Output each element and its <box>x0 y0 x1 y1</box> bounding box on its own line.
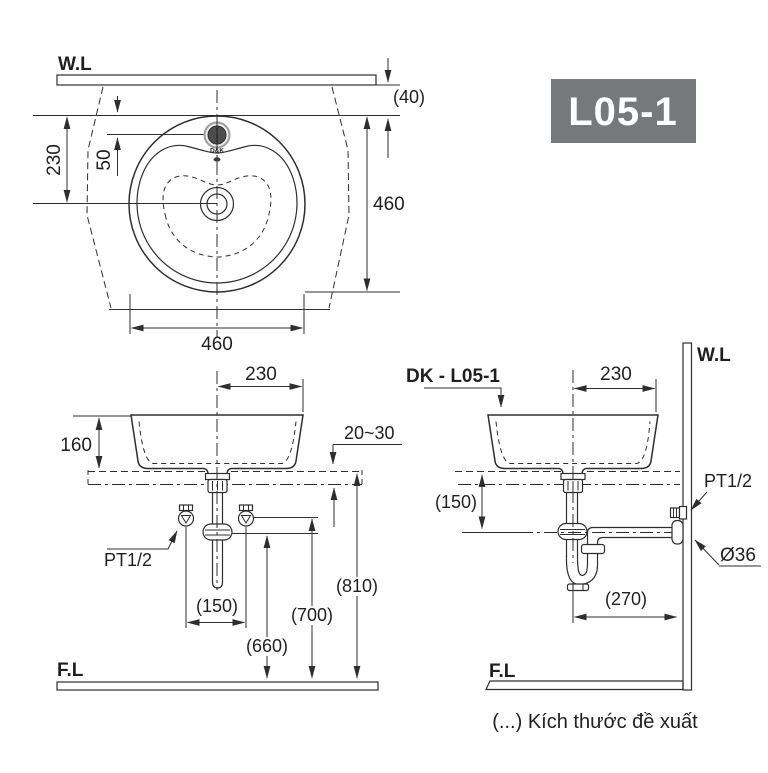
caption-note: (...) Kích thước đề xuất <box>492 711 698 733</box>
dim-drain-outlet-height-text: (660) <box>246 636 288 656</box>
dim-rear-to-drain-text: 230 <box>44 144 65 176</box>
model-callout-text: DK - L05-1 <box>406 366 500 387</box>
dim-counter-to-trap-text: (150) <box>435 492 477 512</box>
pipe-diameter-text: Ø36 <box>720 545 756 566</box>
dim-valve-spacing-text: (150) <box>196 596 238 616</box>
basin-bottom-outline <box>162 175 272 258</box>
side-floor-line-label: F.L <box>489 661 516 682</box>
dim-valve-spacing-150: (150) <box>185 527 247 628</box>
counter-cutout-outline <box>86 86 350 310</box>
side-basin-inner-wall <box>495 421 651 464</box>
side-drain-trap <box>520 472 684 592</box>
side-view: W.L DK - L05-1 <box>406 342 761 691</box>
model-badge-background <box>551 79 696 143</box>
side-dim-half-width-230: 230 <box>572 364 657 563</box>
dim-wall-gap-text: (40) <box>393 87 425 107</box>
front-floor-section <box>56 681 379 691</box>
wall-flange-icon <box>671 519 684 545</box>
plan-view: W.L D&K <box>33 54 425 355</box>
front-floor-line-label: F.L <box>57 660 84 681</box>
basin-inner-rim <box>136 144 298 284</box>
plan-wall-section <box>56 74 377 86</box>
dim-depth-460: 460 <box>305 116 405 293</box>
wall-supply-stub-icon <box>669 505 688 520</box>
front-view: 160 230 20~30 (150) (660) (70 <box>56 364 402 691</box>
dim-rim-to-faucet-50: 50 <box>94 96 121 176</box>
dim-trap-to-wall-text: (270) <box>605 589 647 609</box>
front-supply-callout: PT1/2 <box>104 530 178 570</box>
front-dim-half-width-230: 230 <box>216 364 304 590</box>
front-basin-inner-wall <box>138 421 297 464</box>
angle-valve-right-icon <box>237 504 255 527</box>
dim-trap-to-wall-270: (270) <box>572 589 678 623</box>
dim-counter-height-text: (810) <box>336 576 378 596</box>
angle-valve-left-icon <box>177 504 195 527</box>
side-floor-section <box>485 680 684 691</box>
dim-counter-to-trap-150: (150) <box>435 474 520 533</box>
dim-width-460: 460 <box>129 294 305 355</box>
dim-drain-outlet-height-660: (660) <box>243 535 291 679</box>
plan-wall-line-label: W.L <box>58 54 92 75</box>
pipe-diameter-callout: Ø36 <box>694 539 761 567</box>
dim-depth-text: 460 <box>373 194 405 215</box>
dim-width-text: 460 <box>201 334 233 355</box>
dim-basin-height-160: 160 <box>60 417 103 469</box>
overflow-hole-icon <box>213 157 221 162</box>
dim-valve-height-700: (700) <box>288 518 336 679</box>
model-badge: L05-1 <box>551 79 696 143</box>
dim-counter-thickness: 20~30 <box>329 423 402 527</box>
dim-counter-thickness-text: 20~30 <box>344 423 395 443</box>
dim-valve-height-text: (700) <box>291 605 333 625</box>
dim-rear-to-drain-230: 230 <box>44 116 71 203</box>
side-supply-callout: PT1/2 <box>690 471 752 511</box>
dim-counter-height-810: (810) <box>333 473 381 679</box>
side-supply-label: PT1/2 <box>704 471 752 491</box>
model-callout: DK - L05-1 <box>406 366 505 408</box>
front-supply-label: PT1/2 <box>104 550 152 570</box>
side-dim-half-width-text: 230 <box>600 364 632 385</box>
model-badge-text: L05-1 <box>568 90 678 134</box>
front-dim-half-width-text: 230 <box>245 364 277 385</box>
side-wall-line-label: W.L <box>697 345 731 366</box>
dim-rim-to-faucet-text: 50 <box>94 149 115 170</box>
dim-wall-gap-40: (40) <box>384 58 425 158</box>
dim-basin-height-text: 160 <box>60 435 92 456</box>
